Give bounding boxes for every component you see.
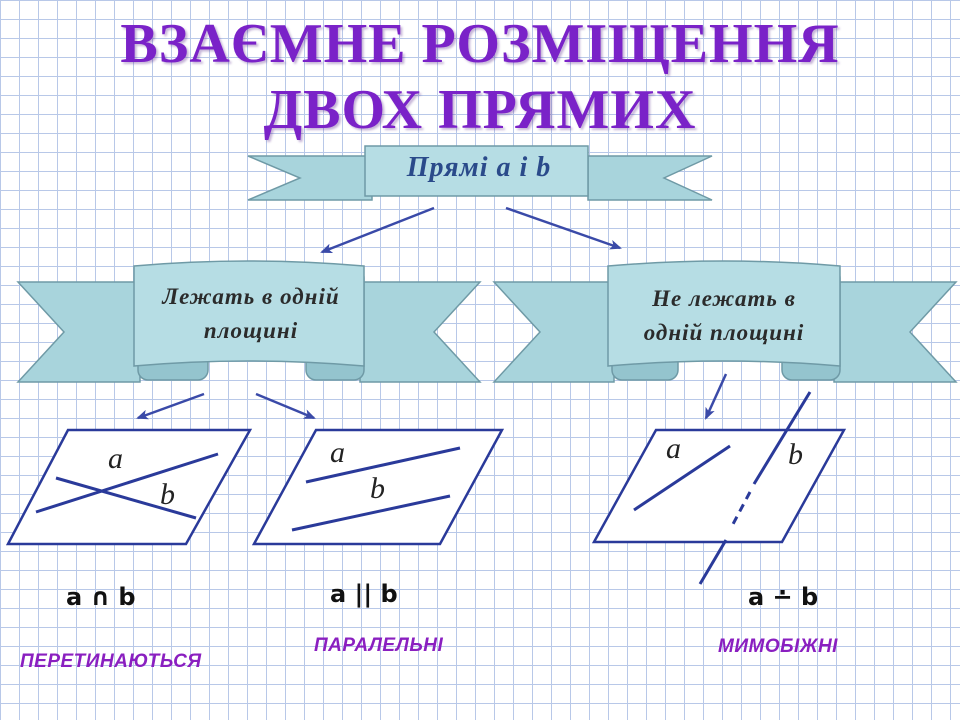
- line-b-intersecting: [55, 476, 197, 520]
- caption-intersecting: ПЕРЕТИНАЮТЬСЯ: [20, 651, 202, 672]
- relation-parallel: a || b: [330, 580, 398, 608]
- right-branch-banner: [492, 260, 958, 383]
- right-branch-label: Не лежать в одній площині: [608, 282, 840, 350]
- relation-skew: a ∸ b: [748, 583, 819, 611]
- arrow-root-left: [320, 206, 435, 254]
- line-a-skew: [633, 444, 731, 512]
- left-branch-line-2: площині: [203, 318, 299, 343]
- line-b-skew-hidden: [730, 491, 752, 527]
- left-branch-banner: [16, 260, 482, 383]
- line-b-parallel: [291, 494, 451, 532]
- left-branch-line-1: Лежать в одній: [162, 284, 340, 309]
- line-a-parallel: [305, 446, 461, 484]
- right-branch-line-2: одній площині: [643, 320, 805, 345]
- title-line-2: ДВОХ ПРЯМИХ: [263, 79, 697, 141]
- root-label: Прямі a і b: [406, 152, 552, 183]
- arrow-right-skew: [704, 373, 728, 420]
- relation-intersecting: a ∩ b: [66, 583, 136, 611]
- label-b-intersecting: b: [160, 478, 175, 511]
- arrow-root-right: [505, 206, 622, 250]
- label-a-parallel: a: [330, 436, 345, 469]
- line-b-skew-above: [752, 391, 812, 485]
- line-b-skew-below: [698, 539, 728, 585]
- plane-parallel: [251, 428, 505, 546]
- root-banner: [247, 145, 713, 201]
- caption-parallel: ПАРАЛЕЛЬНІ: [314, 635, 444, 656]
- label-a-skew: a: [666, 432, 681, 465]
- line-a-intersecting: [35, 452, 219, 514]
- label-b-parallel: b: [370, 472, 385, 505]
- caption-skew: МИМОБІЖНІ: [718, 636, 838, 657]
- arrow-left-parallel: [255, 392, 316, 420]
- right-branch-line-1: Не лежать в: [652, 286, 796, 311]
- arrow-left-intersect: [136, 392, 205, 420]
- plane-skew: [591, 391, 847, 585]
- left-branch-label: Лежать в одній площині: [128, 280, 374, 348]
- label-b-skew: b: [788, 438, 803, 471]
- title-line-1: ВЗАЄМНЕ РОЗМІЩЕННЯ: [120, 13, 840, 75]
- plane-intersecting: [5, 428, 253, 546]
- label-a-intersecting: a: [108, 442, 123, 475]
